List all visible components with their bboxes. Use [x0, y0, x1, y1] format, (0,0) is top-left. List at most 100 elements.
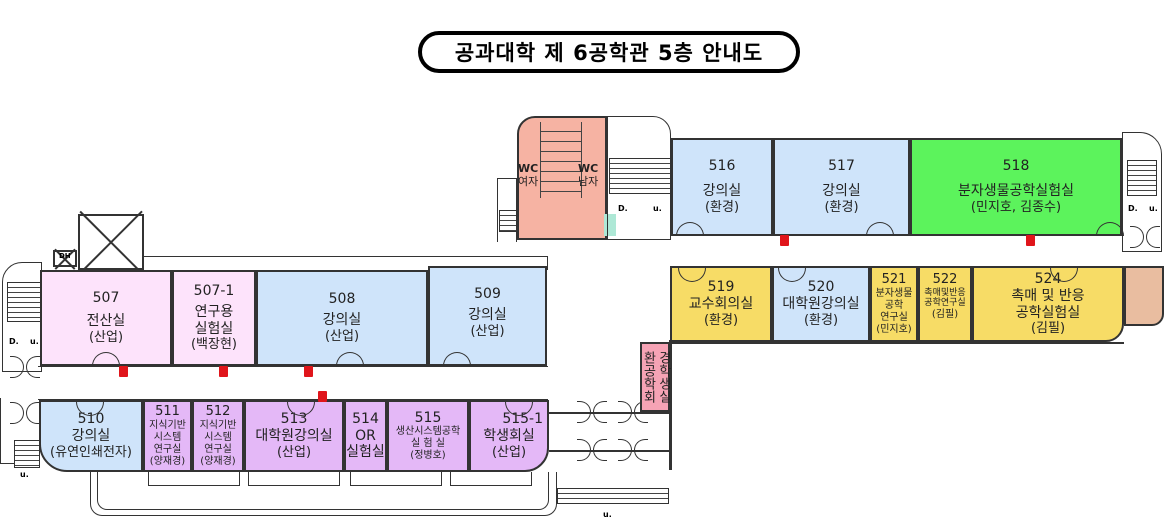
connector-door-3[interactable] — [577, 439, 607, 461]
connector-door-4[interactable] — [618, 439, 648, 461]
room-507[interactable]: 507 전산실 (산업) — [40, 270, 172, 366]
room-owner: (환경) — [703, 313, 739, 328]
room-name: 전산실 — [86, 313, 126, 330]
balcony-4 — [450, 472, 532, 486]
balcony-1 — [148, 472, 240, 486]
room-509[interactable]: 509 강의실 (산업) — [428, 266, 547, 366]
floor-plan-title: 공과대학 제 6공학관 5층 안내도 — [418, 31, 800, 73]
room-514[interactable]: 514 OR 실험실 — [344, 400, 387, 472]
right-corridor-wall-lower — [672, 342, 1124, 344]
balcony-2 — [248, 472, 340, 486]
restroom-male-label: WC 남자 — [578, 162, 598, 188]
dumbwaiter-box — [53, 250, 77, 267]
connector-vertical-wall — [669, 340, 672, 470]
room-510[interactable]: 510 강의실 (유연인쇄전자) — [39, 400, 143, 472]
bottom-stair-up-label: u. — [603, 510, 612, 519]
room-number: 511 — [155, 404, 180, 420]
lower-walkway-inner — [97, 472, 549, 510]
room-521[interactable]: 521 분자생물 공학 연구실 (민지호) — [870, 266, 918, 342]
room-name: 촉매및반응 — [924, 287, 966, 298]
room-owner: (환경) — [824, 200, 859, 215]
room-name: 강의실 — [322, 312, 362, 329]
fire-extinguisher-icon — [119, 366, 128, 377]
room-owner: (환경) — [704, 200, 740, 215]
room-owner: (백장현) — [190, 337, 238, 353]
room-environmental-student-council[interactable]: 환공학회 경학생실 — [640, 342, 671, 412]
room-name-line2: 공학 — [884, 299, 904, 311]
right-end-stair-landing — [1124, 266, 1164, 326]
right-stair-enclosure — [1122, 132, 1162, 252]
room-number: 507-1 — [193, 283, 235, 299]
elevator-label: DH — [59, 252, 71, 260]
room-owner: (산업) — [470, 323, 505, 339]
room-519[interactable]: 519 교수회의실 (환경) — [670, 266, 772, 342]
room-507-1[interactable]: 507-1 연구용 실험실 (백장현) — [172, 270, 256, 366]
room-508[interactable]: 508 강의실 (산업) — [256, 270, 428, 366]
central-stairs — [609, 158, 671, 194]
room-number: 516 — [708, 158, 736, 175]
room-owner: (양재경) — [200, 455, 236, 467]
room-name-line3: 연구실 — [153, 443, 182, 455]
lower-left-entrance-door[interactable] — [10, 402, 40, 424]
corridor-wall-left-wing — [38, 366, 548, 400]
room-name: 촉매 및 반응 — [1011, 287, 1085, 304]
room-number: 517 — [828, 158, 855, 175]
fire-extinguisher-icon — [1026, 235, 1035, 246]
room-owner: (산업) — [491, 445, 527, 460]
right-stair-up-label: u. — [1149, 204, 1158, 213]
council-text-col1: 환공학회 — [640, 351, 656, 403]
room-name-line3: 연구실 — [880, 311, 908, 323]
room-522[interactable]: 522 촉매및반응 공학연구실 (김필) — [918, 266, 972, 342]
room-owner: (환경) — [803, 313, 839, 328]
left-stairs — [7, 282, 41, 322]
left-entrance-door[interactable] — [10, 356, 40, 378]
fire-extinguisher-icon — [304, 366, 313, 377]
left-stair-down-label: D. — [9, 337, 19, 346]
room-number: 509 — [474, 286, 501, 302]
room-number: 515-1 — [502, 411, 543, 428]
room-name: 강의실 — [71, 428, 111, 445]
lower-walkway — [90, 472, 557, 516]
room-name-line2: 공학연구실 — [924, 298, 966, 309]
room-number: 519 — [707, 279, 735, 296]
room-name-line2: 실험실 — [194, 320, 234, 337]
fire-extinguisher-icon — [219, 366, 228, 377]
room-name: 대학원강의실 — [782, 296, 860, 313]
fire-extinguisher-icon — [780, 235, 789, 246]
room-name: 연구용 — [194, 303, 234, 320]
room-516[interactable]: 516 강의실 (환경) — [671, 138, 773, 236]
room-name: 학생회실 — [483, 428, 535, 445]
room-515[interactable]: 515 생산시스템공학 실 험 실 (정병호) — [387, 400, 469, 472]
room-owner: (김필) — [1030, 321, 1066, 337]
room-name: 지식기반 — [149, 419, 186, 431]
room-owner: (양재경) — [149, 455, 186, 467]
room-number: 521 — [881, 272, 907, 288]
restroom-stalls — [540, 122, 582, 198]
room-524[interactable]: 524 촉매 및 반응 공학실험실 (김필) — [972, 266, 1124, 342]
elevator-shaft — [78, 214, 144, 270]
room-number: 515 — [414, 409, 442, 426]
room-name-line2: 시스템 — [204, 431, 232, 443]
room-number: 512 — [205, 404, 231, 420]
right-entrance-door[interactable] — [1130, 226, 1160, 248]
room-number: 520 — [807, 279, 835, 296]
room-name: 지식기반 — [199, 419, 237, 431]
room-518[interactable]: 518 분자생물공학실험실 (민지호, 김종수) — [910, 138, 1122, 236]
room-512[interactable]: 512 지식기반 시스템 연구실 (양재경) — [192, 400, 244, 472]
room-517[interactable]: 517 강의실 (환경) — [773, 138, 910, 236]
room-name: 대학원강의실 — [255, 428, 333, 445]
room-513[interactable]: 513 대학원강의실 (산업) — [244, 400, 344, 472]
lower-central-stairs — [499, 210, 517, 232]
lower-left-stair-up-label: u. — [20, 470, 29, 479]
central-stair-up-label: u. — [653, 204, 662, 213]
connector-door-1[interactable] — [577, 401, 607, 423]
room-515-1[interactable]: 515-1 학생회실 (산업) — [469, 400, 549, 472]
room-511[interactable]: 511 지식기반 시스템 연구실 (양재경) — [143, 400, 192, 472]
room-name: 강의실 — [468, 306, 507, 323]
room-name-line2: 실험실 — [346, 444, 385, 461]
room-name-line3: 연구실 — [204, 443, 232, 455]
room-number: 518 — [1002, 158, 1030, 175]
room-520[interactable]: 520 대학원강의실 (환경) — [772, 266, 870, 342]
central-stair-down-label: D. — [618, 204, 628, 213]
right-stair-down-label: D. — [1128, 204, 1138, 213]
